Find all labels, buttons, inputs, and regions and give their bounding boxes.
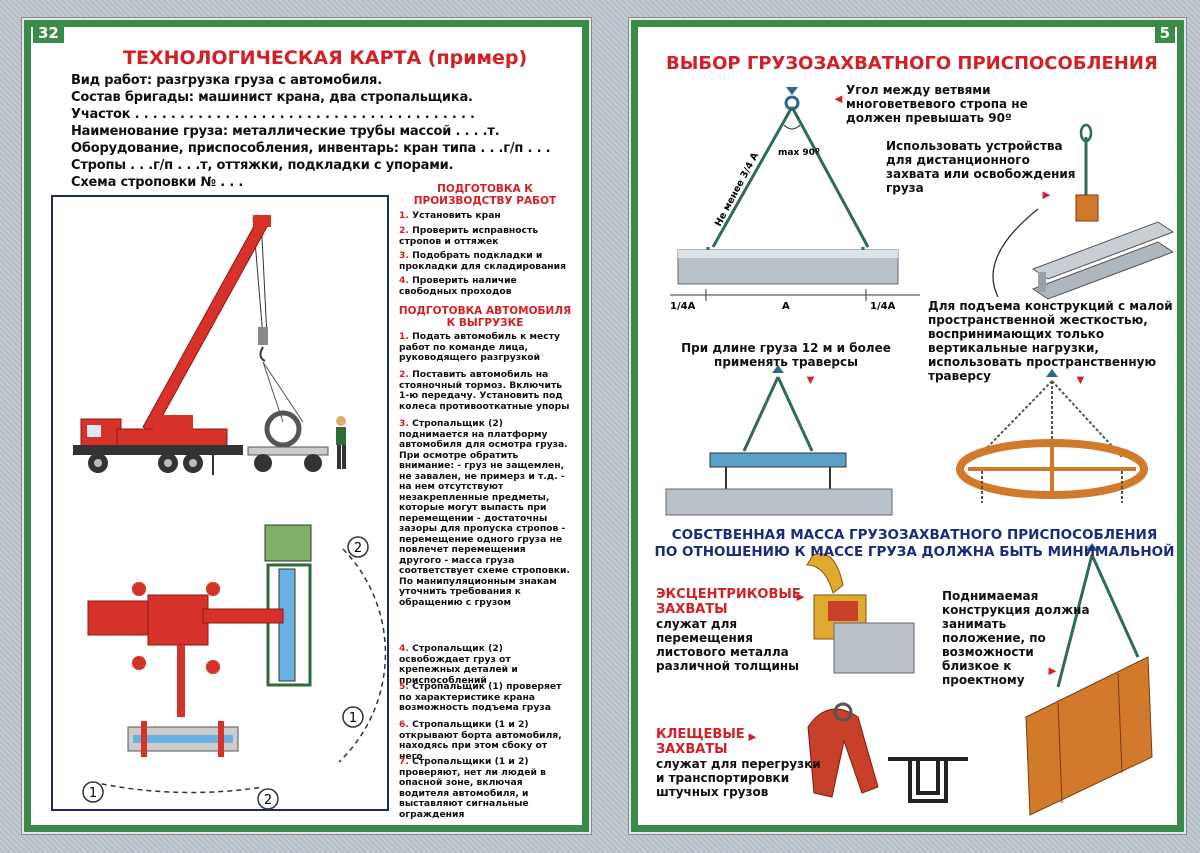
truck-step-4: 4. Стропальщик (2) освобождает груз от к…: [399, 643, 518, 686]
truck-step-2: 2. Поставить автомобиль на стояночный то…: [399, 369, 570, 412]
two-leg-sling-diagram: [670, 87, 920, 301]
design-position-note: Поднимаемая конструкция должна занимать …: [942, 589, 1090, 687]
prep-step-4: 4. Проверить наличие свободных проходов: [399, 275, 517, 297]
spatial-traverse-note: Для подъема конструкций с малой простран…: [928, 299, 1173, 383]
angle-note-arrow: ◄: [832, 91, 845, 106]
angle-note: Угол между ветвями многоветвевого стропа…: [846, 83, 1028, 125]
mass-caption-line-1: СОБСТВЕННАЯ МАССА ГРУЗОЗАХВАТНОГО ПРИСПО…: [671, 527, 1158, 543]
max-angle-label: max 90º: [778, 148, 820, 158]
crane-top-view: [87, 524, 387, 794]
info-line-cargo: Наименование груза: металлические трубы …: [71, 124, 500, 139]
mass-caption-line-2: ПО ОТНОШЕНИЮ К МАССЕ ГРУЗА ДОЛЖНА БЫТЬ М…: [654, 544, 1175, 560]
crane-truck-side-view: [73, 215, 346, 475]
traverse-note-arrow: ▼: [804, 372, 817, 387]
outrigger-pads: [132, 582, 220, 674]
truck-step-5: 5. Стропальщик (1) проверяет по характер…: [399, 681, 562, 713]
right-page-title: ВЫБОР ГРУЗОЗАХВАТНОГО ПРИСПОСОБЛЕНИЯ: [666, 53, 1158, 74]
prep-step-1: 1. Установить кран: [399, 210, 501, 221]
info-line-scheme: Схема строповки № . . .: [71, 175, 244, 190]
worker-marker-2-top: 2: [347, 536, 369, 558]
quarter-a-right-label: 1/4А: [870, 301, 896, 312]
info-line-site: Участок . . . . . . . . . . . . . . . . …: [71, 107, 475, 122]
section-prep-work-title: ПОДГОТОВКА К ПРОИЗВОДСТВУ РАБОТ: [413, 183, 557, 207]
svg-text:2: 2: [354, 541, 362, 556]
prep-step-2: 2. Проверить исправность стропов и оттяж…: [399, 225, 539, 247]
section-truck-prep-title: ПОДГОТОВКА АВТОМОБИЛЯ К ВЫГРУЗКЕ: [398, 305, 572, 329]
spatial-ring-traverse: [956, 369, 1148, 503]
info-line-equipment: Оборудование, приспособления, инвентарь:…: [71, 141, 551, 156]
info-line-work-type: Вид работ: разгрузка груза с автомобиля.: [71, 73, 382, 88]
svg-text:2: 2: [264, 793, 272, 808]
eccentric-clamp: [806, 553, 915, 674]
worker-marker-1-right: 1: [342, 706, 364, 728]
info-line-slings: Стропы . . .г/п . . .т, оттяжки, подклад…: [71, 158, 454, 173]
svg-text:1: 1: [89, 786, 97, 801]
spatial-note-arrow: ▼: [1074, 372, 1087, 387]
eccentric-clamps-text: служат для перемещения листового металла…: [656, 617, 800, 673]
page-number-right: 5: [1154, 23, 1175, 43]
position-note-arrow: ►: [1046, 663, 1059, 678]
quarter-a-left-label: 1/4А: [670, 301, 696, 312]
truck-step-7: 7. Стропальщики (1 и 2) проверяют, нет л…: [399, 756, 546, 820]
remote-release-device: [992, 123, 1175, 300]
worker-marker-1-left: 1: [82, 781, 104, 803]
truck-step-1: 1. Подать автомобиль к месту работ по ко…: [399, 331, 561, 363]
pincer-arrow: ►: [746, 729, 759, 744]
prep-step-3: 3. Подобрать подкладки и прокладки для с…: [399, 250, 566, 272]
vertical-panel-lift: [1025, 543, 1153, 816]
gripping-devices-illustration: 1/4А А 1/4А max 90º Не менее 3/4 А: [665, 87, 1175, 816]
remote-note-arrow: ►: [1040, 187, 1053, 202]
truck-step-6: 6. Стропальщики (1 и 2) открывают борта …: [399, 719, 562, 762]
pincer-grabs-text: служат для перегрузки и транспортировки …: [656, 757, 821, 799]
span-a-label: А: [782, 301, 790, 312]
pincer-grabs-heading: КЛЕЩЕВЫЕ ЗАХВАТЫ: [656, 727, 745, 757]
crane-diagram-frame: 2 1 1 2: [51, 195, 389, 811]
right-page: 5 ВЫБОР ГРУЗОЗАХВАТНОГО ПРИСПОСОБЛЕНИЯ 1…: [631, 20, 1184, 832]
traverse-length-note: При длине груза 12 м и более применять т…: [681, 341, 891, 369]
page-number-left: 32: [33, 23, 64, 43]
remote-device-note: Использовать устройства для дистанционно…: [886, 139, 1076, 195]
crane-unloading-illustration: 2 1 1 2: [73, 215, 387, 810]
left-page: 32 ТЕХНОЛОГИЧЕСКАЯ КАРТА (пример) Вид ра…: [24, 20, 589, 832]
worker-marker-2-bottom: 2: [257, 788, 279, 810]
eccentric-clamps-heading: ЭКСЦЕНТРИКОВЫЕ ЗАХВАТЫ: [656, 587, 801, 617]
truck-step-3: 3. Стропальщик (2) поднимается на платфо…: [399, 418, 570, 608]
eccentric-arrow: ►: [794, 589, 807, 604]
pincer-grab: [807, 702, 968, 803]
left-page-title: ТЕХНОЛОГИЧЕСКАЯ КАРТА (пример): [123, 47, 528, 69]
beam-traverse: [665, 365, 893, 516]
svg-text:1: 1: [349, 711, 357, 726]
sling-side-length-label: Не менее 3/4 А: [713, 150, 762, 228]
info-line-crew: Состав бригады: машинист крана, два стро…: [71, 90, 473, 105]
